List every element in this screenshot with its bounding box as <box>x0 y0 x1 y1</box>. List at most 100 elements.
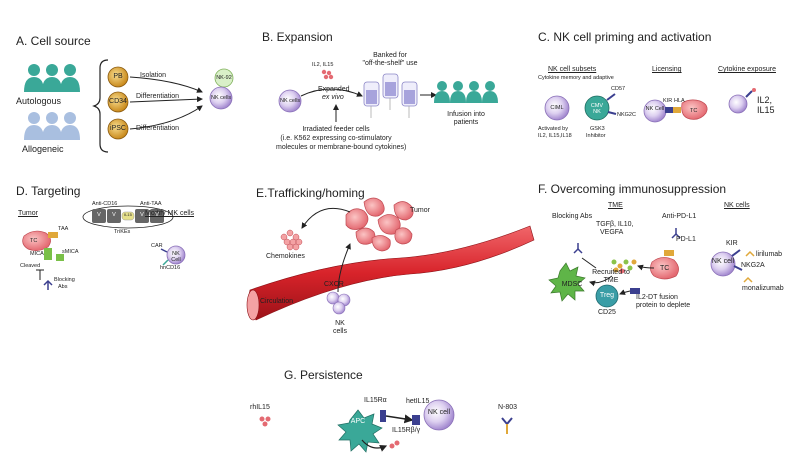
nk-cells-circle-a <box>209 86 233 110</box>
vl-label-2: V <box>155 212 159 218</box>
ciml-label: CIML <box>550 105 564 111</box>
il2dt-label-1: IL2-DT fusion <box>636 294 678 301</box>
allogeneic-people-icon <box>24 112 80 140</box>
allogeneic-label: Allogeneic <box>22 144 64 154</box>
kir-receptor <box>665 107 673 113</box>
panel-d-title: D. Targeting <box>16 184 81 198</box>
hla-label: HLA <box>674 98 685 104</box>
cxcr-label: CXCR <box>324 281 344 288</box>
il15ra-receptor <box>380 410 386 422</box>
n803-icon <box>501 417 513 434</box>
homing-arrow <box>337 243 351 293</box>
vegfa-label: VEGFA <box>600 229 624 236</box>
nk-subsets-heading: NK cell subsets <box>548 66 597 73</box>
cytokine-receptor <box>745 90 753 98</box>
il15rbg-receptor <box>412 415 420 425</box>
isolation-arrow <box>129 76 203 93</box>
secreted-factors <box>611 259 637 274</box>
tumor-tc-cell-d <box>22 230 51 251</box>
trikes-label: TriKEs <box>114 229 131 235</box>
tc-label-c: TC <box>690 108 698 114</box>
vl-domain-1 <box>107 209 121 223</box>
monalizumab-icon <box>743 276 753 283</box>
hla-molecule <box>673 107 681 113</box>
cleaved-label: Cleaved <box>20 263 41 269</box>
autologous-people-icon <box>24 64 80 92</box>
chemokines-label: Chemokines <box>266 253 305 260</box>
nk-cell-b <box>278 89 302 113</box>
rhil15-label: rhIL15 <box>250 404 270 411</box>
cmv-nk-cell <box>584 95 610 121</box>
tumor-label-e: Tumor <box>410 207 430 214</box>
taa-molecule <box>48 232 58 238</box>
mdsc-label: MDSC <box>561 281 583 288</box>
trans-present-arrow <box>385 414 414 424</box>
recruited-label-1: Recruited to <box>592 269 630 276</box>
nkg2c-label: NKG2C <box>617 112 636 118</box>
cytokine-exposure-heading: Cytokine exposure <box>718 66 776 73</box>
circulation-label: Circulation <box>260 298 294 305</box>
blocking-label-2: Abs <box>58 284 68 290</box>
nk92-label: NK-92 <box>216 75 232 81</box>
blocking-abs-label: Blocking Abs <box>552 213 593 220</box>
anti-pdl1-label: Anti-PD-L1 <box>662 213 697 220</box>
n803-label: N-803 <box>498 404 518 411</box>
licensing-nk-label: NK Cell <box>645 106 665 112</box>
panel-e-title: E.Trafficking/homing <box>256 186 365 200</box>
hncd16-label: hnCD16 <box>160 265 181 271</box>
modify-nk-heading: Modify MK cells <box>145 210 195 217</box>
panel-f-title: F. Overcoming immunosuppression <box>538 182 727 196</box>
tc-label-d: TC <box>30 238 38 244</box>
blood-vessel <box>248 225 535 321</box>
blocking-label-1: Blocking <box>54 277 75 283</box>
apc-cell <box>337 409 383 453</box>
nkg2c-receptor <box>607 111 617 115</box>
cd25-label: CD25 <box>598 309 616 316</box>
chemokine-arrow <box>301 208 351 229</box>
panel-b-title: B. Expansion <box>262 30 333 44</box>
treg-label: Treg <box>599 292 615 299</box>
il15-linker-label: IL15 <box>124 212 132 217</box>
cytokine-dot <box>752 88 756 92</box>
deplete-arrow <box>619 289 631 295</box>
panel-c-title: C. NK cell priming and activation <box>538 30 712 44</box>
modified-nk-cell <box>166 245 186 265</box>
il15-linker <box>121 211 135 221</box>
il2dt-icon <box>630 288 640 294</box>
gsk3-label-2: Inhibitor <box>586 133 606 139</box>
trike-outline <box>82 205 174 229</box>
tme-tc-cell <box>650 257 679 280</box>
vh-label-1: V <box>97 212 101 218</box>
modified-nk-label: NK Cell <box>171 251 181 264</box>
secrete-arrow <box>361 439 388 452</box>
vh-domain-2 <box>135 209 149 223</box>
anti-cd16-label: Anti-CD16 <box>92 201 118 207</box>
treg-cell <box>595 284 619 308</box>
gsk3-label-1: GSK3 <box>590 126 605 132</box>
banked-label-1: Banked for <box>373 52 407 59</box>
pb-label: PB <box>113 73 123 80</box>
vh-label-2: V <box>140 212 144 218</box>
vessel-opening <box>246 289 260 321</box>
pdl1-label: PD-L1 <box>676 236 696 243</box>
g-nk-cell-label: NK cell <box>427 409 451 416</box>
hetil15-icon <box>389 440 400 449</box>
licensing-heading: Licensing <box>652 66 682 73</box>
mica-label: MICA <box>30 251 44 257</box>
activated-label-2: IL2, IL15,IL18 <box>538 133 572 139</box>
licensing-tc-cell <box>681 99 708 120</box>
tumor-cluster <box>345 197 414 252</box>
cd34-circle <box>107 91 129 113</box>
kir-label: KIR <box>663 98 673 104</box>
pdl1-molecule <box>664 250 674 256</box>
cd57-label: CD57 <box>611 86 626 92</box>
hetil15-label: hetIL15 <box>406 398 430 405</box>
smica-fragment <box>56 254 64 261</box>
cytokine-nk-cell <box>728 94 748 114</box>
mdsc-cell <box>548 262 586 302</box>
cd57-receptor <box>606 93 616 101</box>
panel-a-title: A. Cell source <box>16 34 91 48</box>
tc-label-f: TC <box>660 265 670 272</box>
tme-heading: TME <box>608 202 623 209</box>
